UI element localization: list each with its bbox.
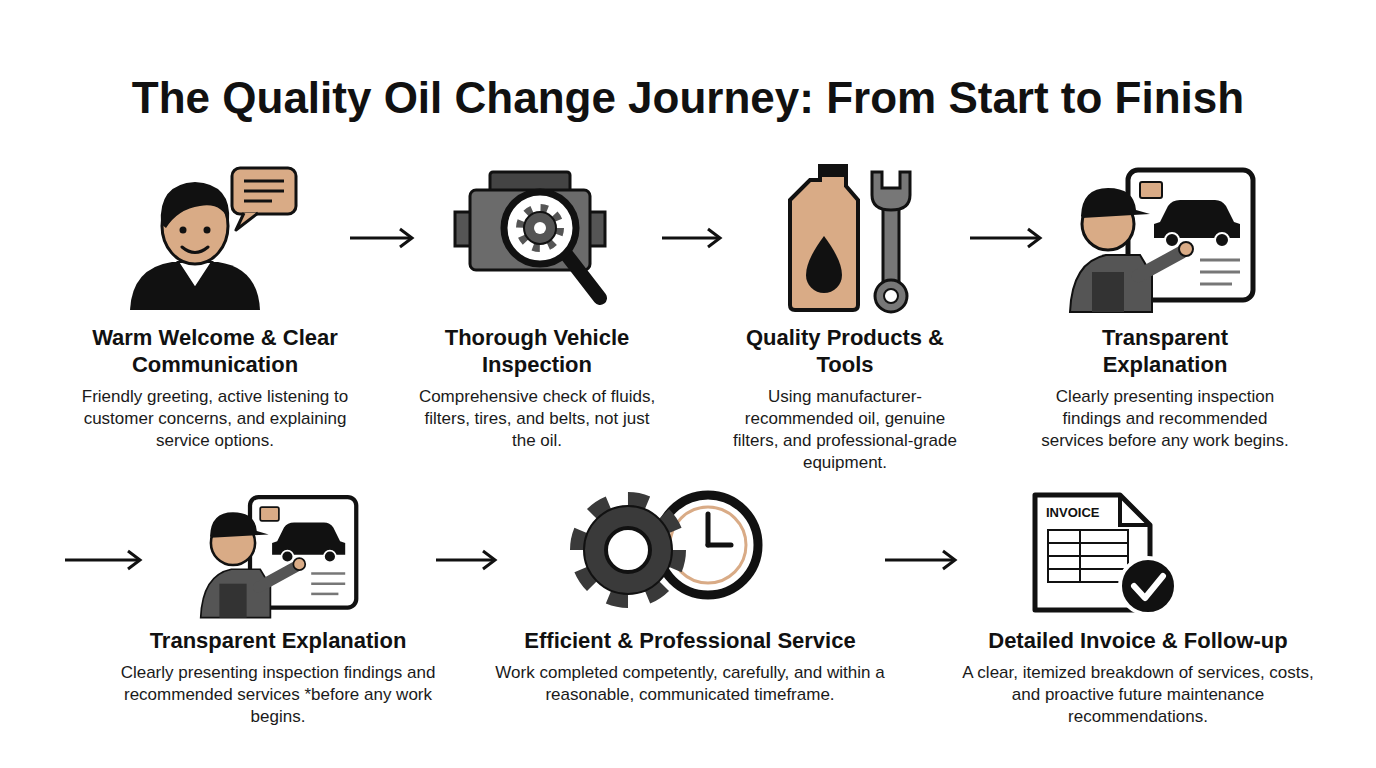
step-card: Warm Welcome & Clear CommunicationFriend…	[80, 165, 350, 470]
arrowhead	[708, 229, 720, 247]
step-card: Transparent ExplanationClearly presentin…	[120, 485, 436, 740]
invoice-row	[1048, 542, 1128, 544]
oil-drop	[806, 236, 842, 293]
mechanic-tablet-icon	[1070, 170, 1253, 312]
step-heading: Quality Products & Tools	[720, 325, 970, 379]
wrench-shaft	[883, 205, 899, 285]
check-mark	[1134, 576, 1163, 598]
gear-body	[524, 212, 556, 244]
arrow-line	[350, 237, 412, 240]
wrench-jaw	[872, 172, 910, 210]
continuation-arrowhead	[128, 551, 140, 569]
magnifier-lens	[504, 192, 576, 264]
flow-arrow	[970, 229, 1040, 247]
step-card: Detailed Invoice & Follow-up A clear, ite…	[955, 485, 1321, 740]
arrow-line	[662, 237, 720, 240]
wrench-ring	[875, 280, 907, 312]
gear-body	[584, 506, 672, 594]
person-eye	[180, 227, 187, 234]
bubble-line	[244, 190, 284, 193]
arrow-line	[970, 237, 1040, 240]
diagram-title: The Quality Oil Change Journey: From Sta…	[0, 74, 1376, 122]
person-collar	[178, 262, 212, 288]
flow-arrow	[662, 229, 720, 247]
arrowhead	[943, 551, 955, 569]
invoice-table	[1048, 530, 1128, 582]
step-card: Thorough Vehicle InspectionComprehensive…	[412, 165, 662, 470]
person-shoulders	[130, 262, 260, 310]
bubble-line	[244, 200, 272, 203]
arrowhead	[1028, 229, 1040, 247]
step-card: Quality Products & ToolsUsing manufactur…	[720, 165, 970, 470]
arrow-line	[885, 559, 955, 562]
magnifier-handle	[566, 254, 600, 298]
speech-bubble	[232, 168, 296, 214]
step-description: A clear, itemized breakdown of services,…	[955, 662, 1321, 728]
step-description: Friendly greeting, active listening to c…	[80, 386, 350, 452]
continuation-arrow	[65, 559, 140, 562]
step-description: Using manufacturer-recommended oil, genu…	[720, 386, 970, 474]
step-heading: Transparent Explanation	[120, 628, 436, 655]
step-description: Comprehensive check of fluids, filters, …	[412, 386, 662, 452]
gear-teeth	[520, 208, 560, 248]
flow-arrow	[885, 551, 955, 569]
gear-teeth	[578, 500, 678, 600]
flow-arrow	[436, 551, 495, 569]
arrow-line	[436, 559, 495, 562]
arrowhead	[400, 229, 412, 247]
step-heading: Efficient & Professional Service	[495, 628, 885, 655]
mechanic-tablet-icon	[201, 497, 357, 618]
step-heading: Thorough Vehicle Inspection	[412, 325, 662, 379]
flow-arrow	[350, 229, 412, 247]
step-description: Work completed competently, carefully, a…	[495, 662, 885, 706]
speech-tail	[236, 213, 258, 230]
clock-hand	[706, 514, 711, 545]
gear-hole	[534, 222, 546, 234]
step-card: Transparent ExplanationClearly presentin…	[1040, 165, 1290, 470]
person-smile	[182, 247, 208, 253]
person-hair	[161, 182, 229, 228]
wrench-hole	[884, 289, 898, 303]
invoice-row	[1048, 555, 1128, 557]
step-description: Clearly presenting inspection findings a…	[120, 662, 436, 728]
gear-hole	[606, 528, 650, 572]
step-heading: Detailed Invoice & Follow-up	[955, 628, 1321, 655]
step-heading: Warm Welcome & Clear Communication	[80, 325, 350, 379]
invoice-column	[1079, 530, 1081, 582]
document-label: INVOICE	[1046, 506, 1099, 519]
invoice-fold	[1120, 495, 1150, 525]
step-card: Efficient & Professional ServiceWork com…	[495, 485, 885, 740]
person-eye	[204, 227, 211, 234]
clock-face	[658, 495, 758, 595]
arrowhead	[483, 551, 495, 569]
clock-hand	[708, 543, 731, 548]
check-badge	[1120, 558, 1176, 614]
step-description: Clearly presenting inspection findings a…	[1040, 386, 1290, 452]
invoice-row	[1048, 568, 1128, 570]
bubble-line	[244, 180, 284, 183]
oil-bottle	[790, 175, 858, 310]
step-heading: Transparent Explanation	[1040, 325, 1290, 379]
